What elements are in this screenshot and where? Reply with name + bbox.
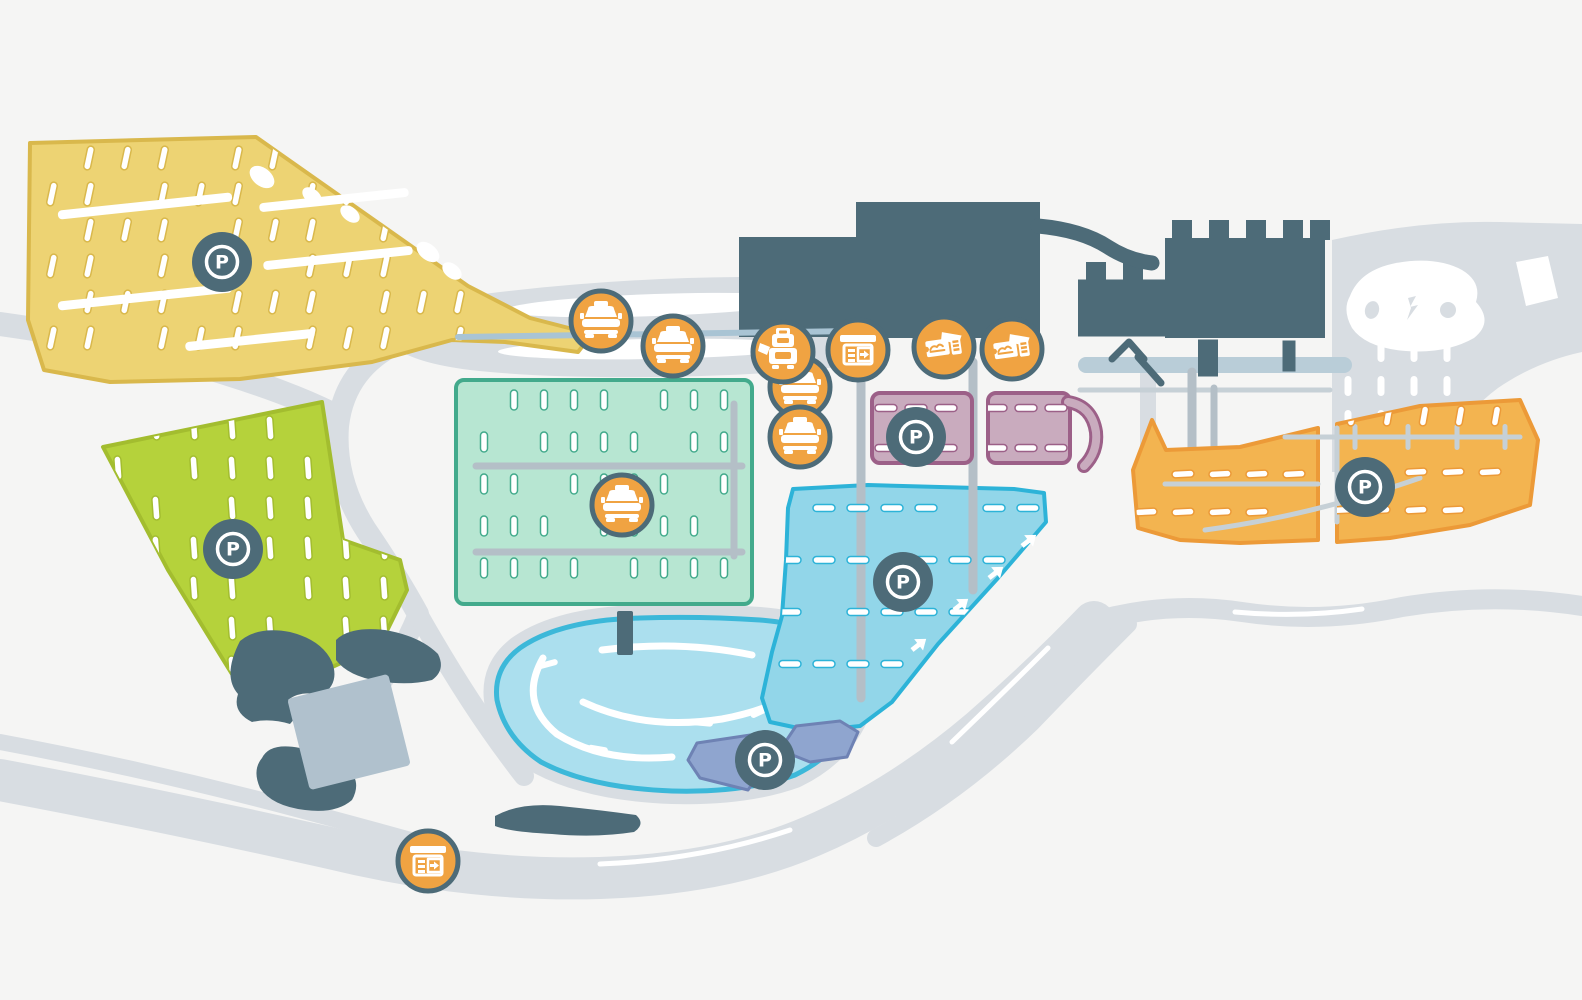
taxi-icon [652,326,694,363]
parking-orange-lot-marker[interactable]: P [1335,457,1395,517]
taxi-icon [601,485,643,522]
taxi-icon [779,417,821,454]
info-sign-entrance-road-marker[interactable] [395,828,461,894]
svg-text:P: P [1358,477,1372,499]
svg-text:P: P [226,539,240,561]
parking-p-icon: P [898,419,934,455]
taxi-stand-garage-marker[interactable] [589,472,655,538]
info-sign-arrow-icon [840,335,876,366]
parking-p-icon: P [885,564,921,600]
svg-text:P: P [758,750,772,772]
parking-p-icon: P [204,244,240,280]
svg-text:P: P [909,427,923,449]
parking-green-lot-marker[interactable]: P [203,519,263,579]
parking-yellow-lot-marker[interactable]: P [192,232,252,292]
parking-p-icon: P [215,531,251,567]
taxi-stand-upper-1-marker[interactable] [568,288,634,354]
taxi-stand-upper-2-marker[interactable] [640,313,706,379]
baggage-claim-marker[interactable] [750,319,816,385]
info-sign-arrow-icon [410,846,446,877]
parking-p-icon: P [747,742,783,778]
info-sign-terminal-marker[interactable] [825,317,891,383]
luggage-cart-icon [758,328,797,369]
parking-ticket-icon [991,334,1030,360]
svg-text:P: P [215,252,229,274]
parking-ticket-icon [923,332,962,358]
taxi-stand-curbside-marker[interactable] [767,404,833,470]
svg-text:P: P [896,572,910,594]
parking-violet-lot-marker[interactable]: P [735,730,795,790]
ticket-kiosk-2-marker[interactable] [979,316,1045,382]
ticket-kiosk-1-marker[interactable] [911,314,977,380]
parking-blue-lot-marker[interactable]: P [873,552,933,612]
parking-p-icon: P [1347,469,1383,505]
parking-pink-lot-marker[interactable]: P [886,407,946,467]
taxi-icon [580,301,622,338]
